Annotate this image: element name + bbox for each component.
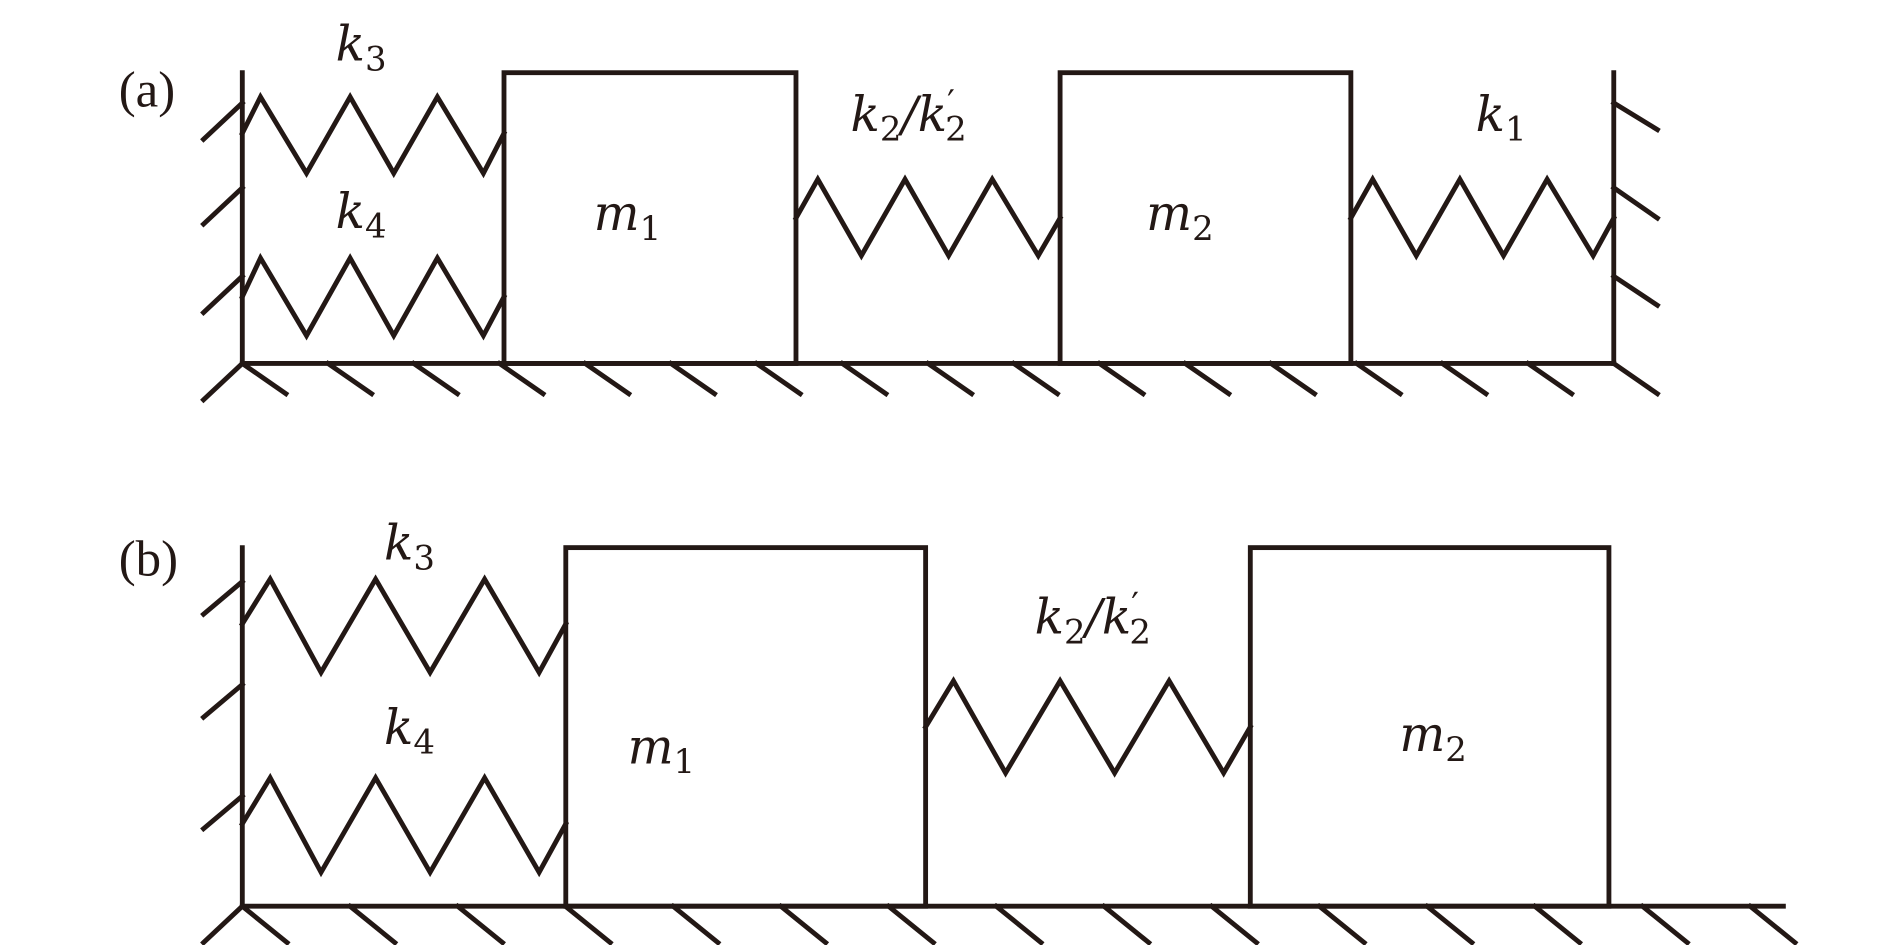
wall-hatching [200, 578, 246, 833]
label-k4: k4 [336, 184, 387, 246]
ground-hatching [200, 902, 1799, 945]
hatch-mark [1208, 902, 1260, 945]
spring-k3 [238, 574, 570, 678]
hatch-mark [581, 360, 633, 398]
hatch-mark [885, 902, 937, 945]
hatch-mark [669, 902, 722, 945]
mass-m1-block [563, 545, 929, 909]
hatch-mark [200, 360, 246, 404]
label-k2-k2prime: k2/k′2 [851, 83, 967, 149]
hatch-mark [200, 902, 246, 945]
hatch-mark [1610, 360, 1661, 398]
panel-a-tag: (a) [119, 63, 175, 119]
hatch-mark [1353, 360, 1404, 398]
label-k3: k3 [336, 17, 387, 79]
hatch-mark [346, 902, 399, 945]
hatch-mark [1531, 902, 1584, 945]
hatch-mark [838, 360, 890, 398]
hatch-mark [238, 902, 291, 945]
hatch-mark [324, 360, 376, 398]
hatch-mark [992, 902, 1045, 945]
hatch-mark [496, 360, 547, 398]
panel-b-tag: (b) [119, 531, 178, 587]
hatch-mark [667, 360, 718, 398]
hatch-mark [1096, 360, 1147, 398]
label-m2: m2 [1399, 707, 1467, 769]
label-k1: k1 [1476, 87, 1527, 149]
hatch-mark [777, 902, 830, 945]
hatch-mark [1639, 902, 1691, 945]
spring-k2 [792, 174, 1064, 261]
hatch-mark [562, 902, 614, 945]
label-m1: m1 [628, 719, 696, 781]
hatch-mark [924, 360, 976, 398]
spring-k4 [238, 772, 570, 878]
spring-k2 [922, 676, 1254, 778]
spring-k3 [239, 91, 508, 179]
label-k4: k4 [384, 700, 435, 762]
hatch-mark [1438, 360, 1490, 398]
label-m1: m1 [594, 186, 662, 248]
hatch-mark [1100, 902, 1153, 945]
ground-hatching [200, 360, 1661, 404]
hatch-mark [1423, 902, 1476, 945]
panel-b: (b) k3 k4 m1 m2 k2/k′2 [119, 516, 1799, 945]
hatch-mark [753, 360, 804, 398]
label-k3: k3 [384, 516, 435, 578]
wall-hatching [200, 99, 1661, 317]
hatch-mark [1524, 360, 1576, 398]
hatch-mark [1315, 902, 1368, 945]
spring-k1 [1347, 174, 1618, 261]
hatch-mark [1267, 360, 1318, 398]
hatch-mark [1181, 360, 1233, 398]
hatch-mark [1010, 360, 1061, 398]
hatch-mark [1746, 902, 1799, 945]
label-k2-k2prime: k2/k′2 [1035, 586, 1151, 652]
panel-a: (a) k3 k4 m1 m2 k2/k′2 k1 [119, 17, 1661, 404]
hatch-mark [238, 360, 290, 398]
label-m2: m2 [1146, 186, 1214, 248]
hatch-mark [454, 902, 506, 945]
hatch-mark [410, 360, 461, 398]
spring-k4 [239, 252, 508, 341]
